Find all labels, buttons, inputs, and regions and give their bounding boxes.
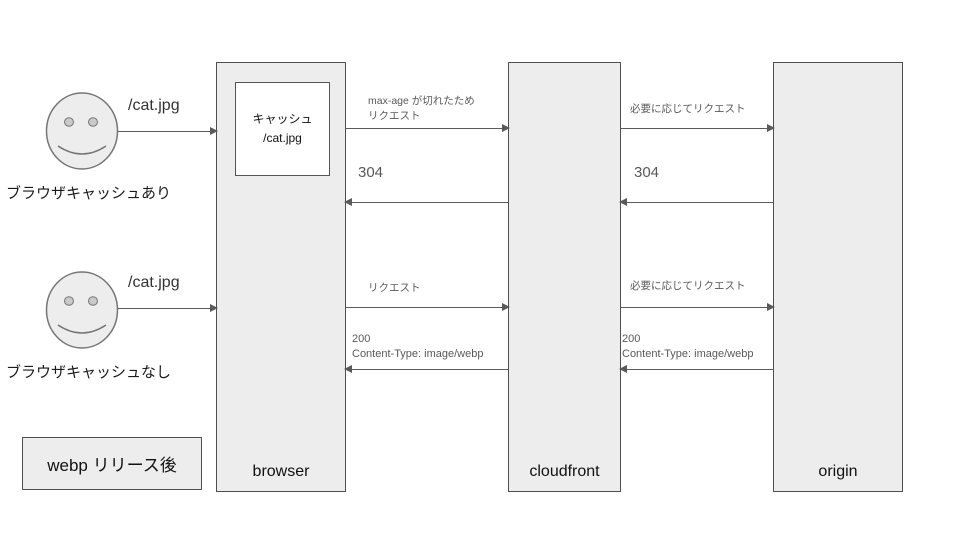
msg-200-webp-origin-label: 200 Content-Type: image/webp xyxy=(622,333,754,360)
msg-304-origin-label: 304 xyxy=(634,164,660,181)
cloudfront-lifeline: cloudfront xyxy=(508,62,621,492)
msg-304-browser-label: 304 xyxy=(358,164,384,181)
msg-conditional-request1-arrow xyxy=(621,124,775,133)
origin-label: origin xyxy=(818,463,858,480)
user2-request-arrow xyxy=(118,304,218,313)
msg-304-browser-arrow xyxy=(344,198,508,207)
msg-conditional-request2-label: 必要に応じてリクエスト xyxy=(630,280,746,292)
user2-request-path: /cat.jpg xyxy=(128,274,180,291)
msg-request-label: リクエスト xyxy=(368,282,421,294)
msg-304-origin-arrow xyxy=(619,198,773,207)
msg-200-webp-browser-arrow xyxy=(344,365,508,374)
user1-caption: ブラウザキャッシュあり xyxy=(6,185,172,202)
msg-conditional-request1-label: 必要に応じてリクエスト xyxy=(630,103,746,115)
cloudfront-label: cloudfront xyxy=(529,463,600,480)
browser-label: browser xyxy=(252,463,310,480)
user-smiley-cache-miss xyxy=(45,271,119,349)
user1-request-arrow xyxy=(118,127,218,136)
msg-maxage-expired-request-label: max-age が切れたため リクエスト xyxy=(368,95,475,122)
legend-webp-release: webp リリース後 xyxy=(22,437,202,490)
browser-cache-box: キャッシュ /cat.jpg xyxy=(235,82,330,176)
user1-request-path: /cat.jpg xyxy=(128,97,180,114)
msg-maxage-expired-request-arrow xyxy=(346,124,510,133)
msg-200-webp-browser-label: 200 Content-Type: image/webp xyxy=(352,333,484,360)
user-smiley-cache-hit xyxy=(45,92,119,170)
msg-200-webp-origin-arrow xyxy=(619,365,773,374)
origin-lifeline: origin xyxy=(773,62,903,492)
msg-conditional-request2-arrow xyxy=(621,303,775,312)
msg-request-arrow xyxy=(346,303,510,312)
user2-caption: ブラウザキャッシュなし xyxy=(6,364,172,381)
